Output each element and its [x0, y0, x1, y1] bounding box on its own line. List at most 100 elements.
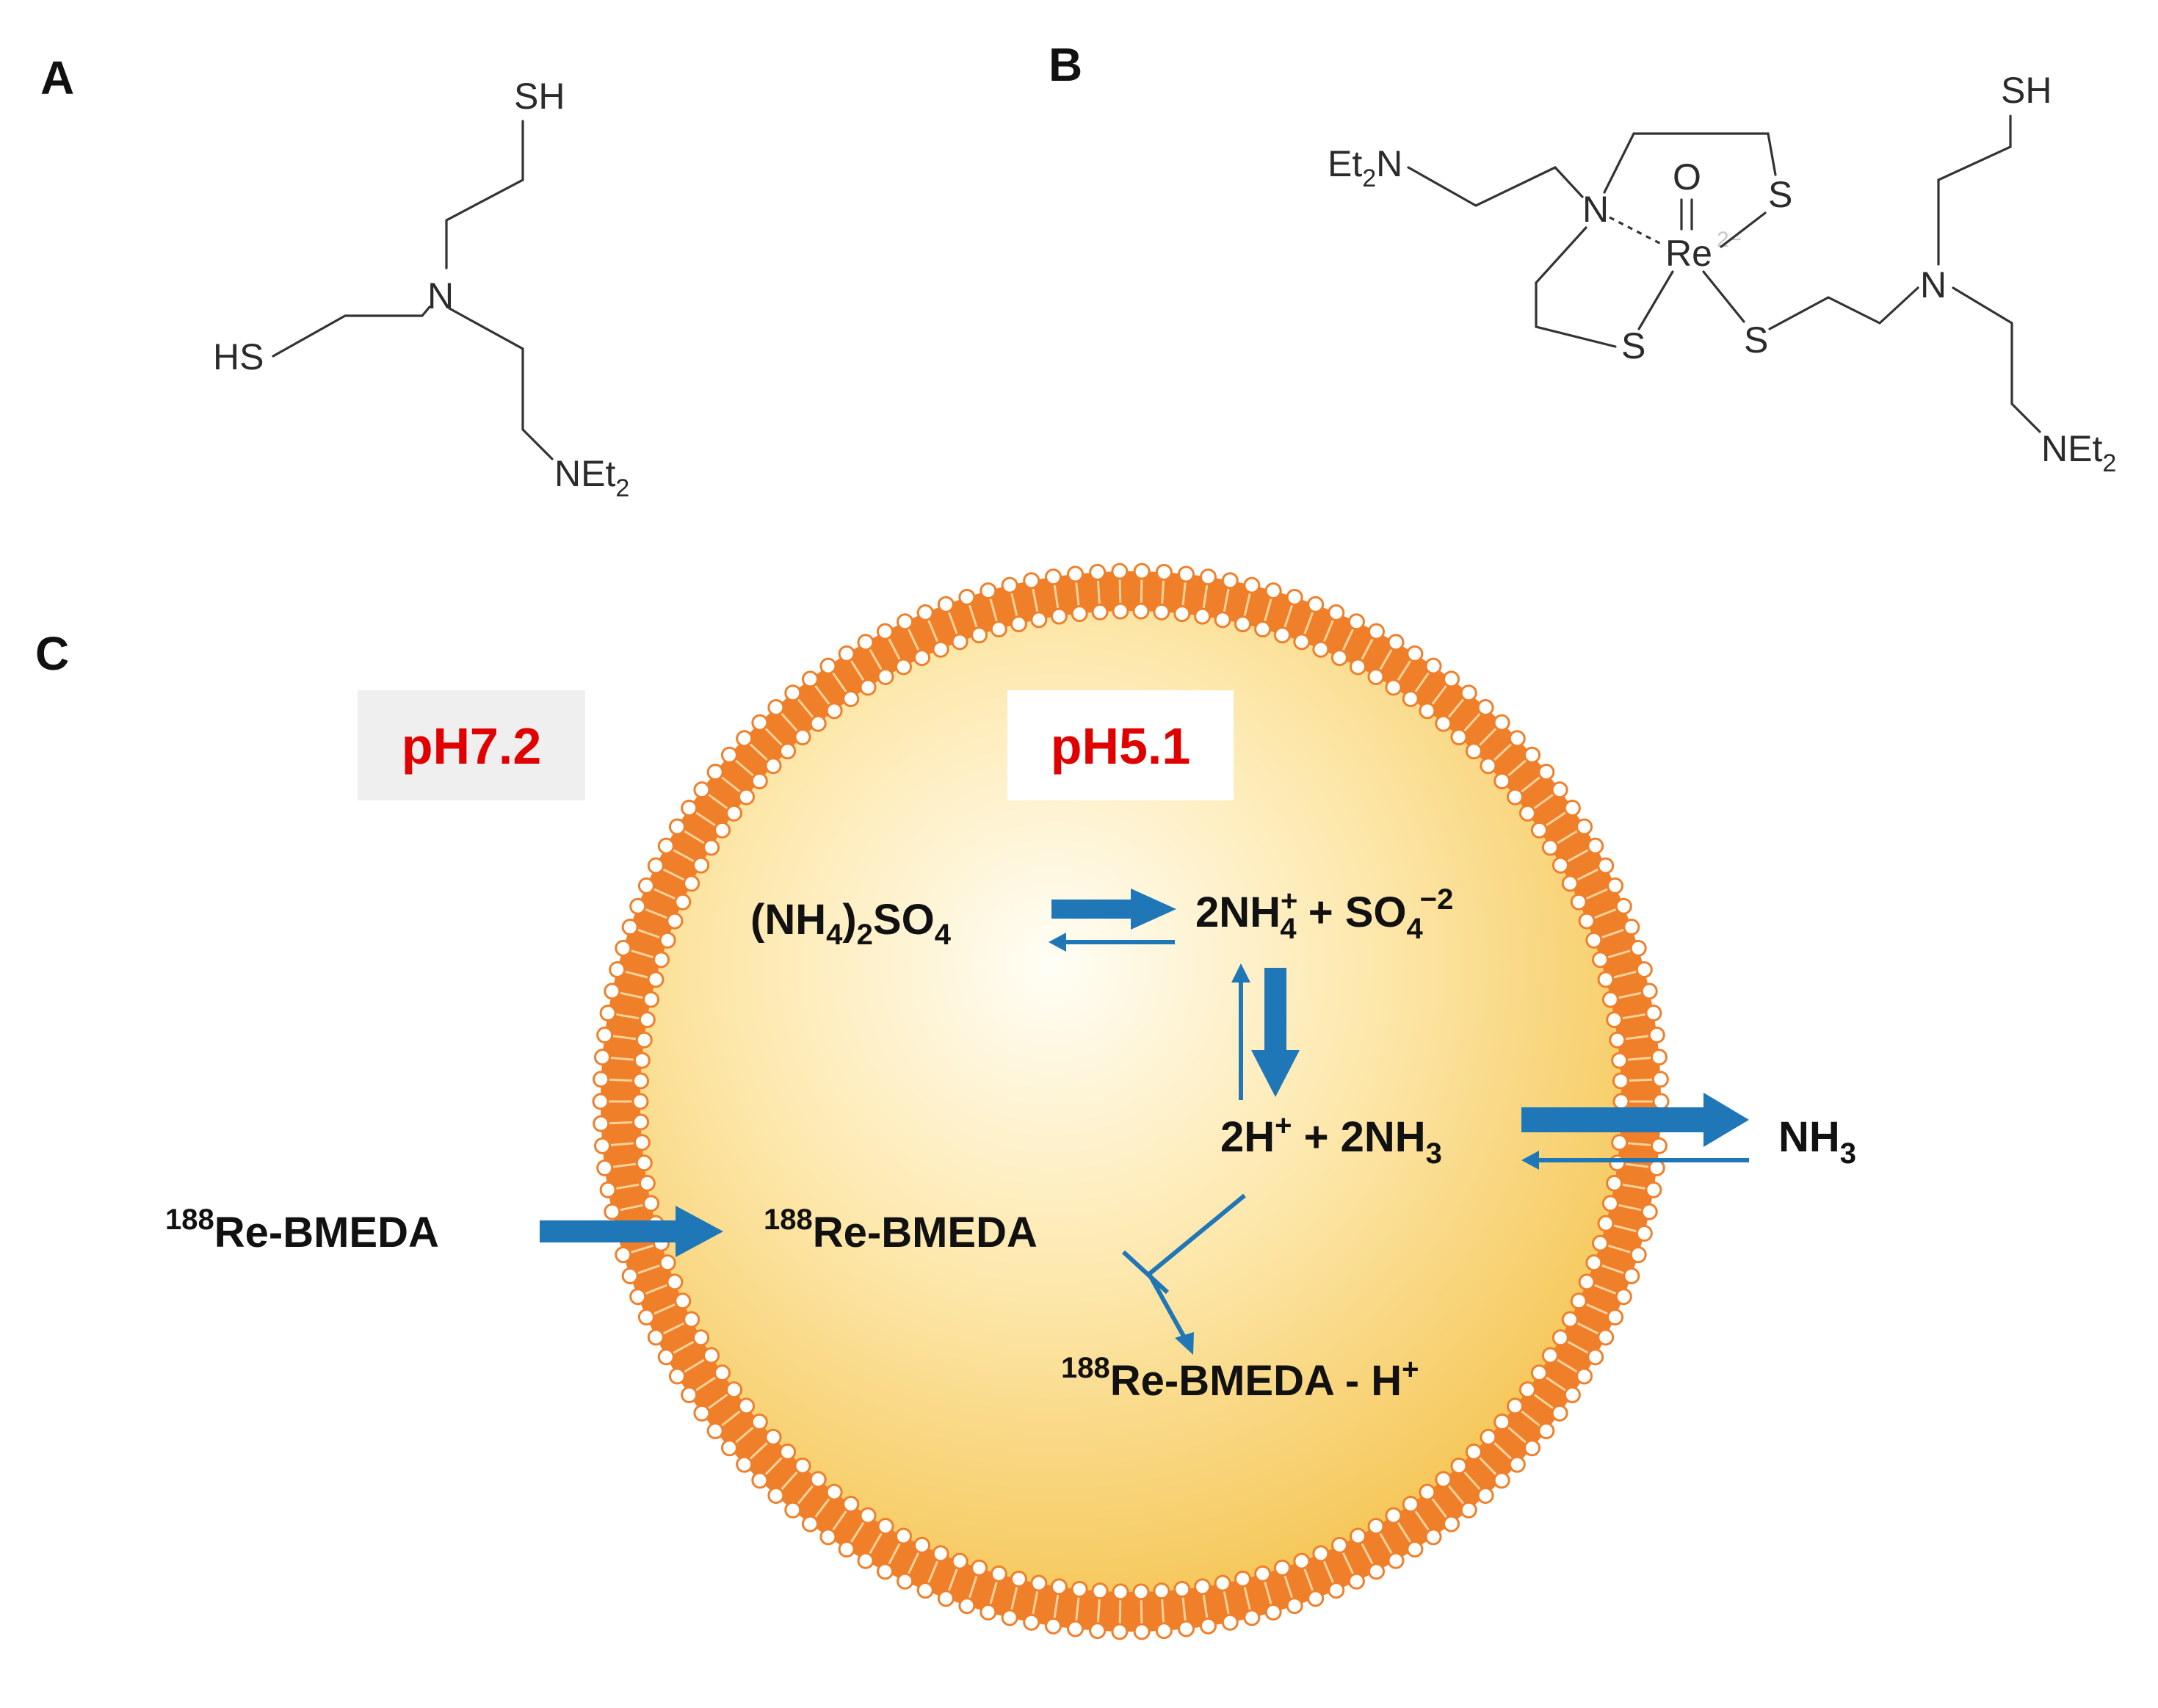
lipid-tail: [1446, 1483, 1466, 1507]
lipid-head: [633, 1134, 651, 1151]
lipid-head: [1541, 839, 1559, 856]
ions-sub1: 4: [1280, 913, 1297, 945]
lipid-head: [1133, 562, 1151, 580]
lipid-head: [714, 1364, 731, 1382]
lipid-tail: [813, 683, 832, 707]
atom-sh-b: SH: [2001, 70, 2052, 111]
lipid-tail: [1623, 1162, 1651, 1168]
arrow-protonation-bar: [1121, 1250, 1170, 1295]
ph-outside-label: pH7.2: [402, 717, 542, 775]
lipid-head: [767, 698, 785, 716]
lipid-tail: [967, 1573, 979, 1601]
lipid-tail: [1413, 670, 1431, 695]
lipid-head: [951, 1552, 968, 1570]
lipid-tail: [1341, 626, 1355, 653]
lipid-head: [725, 1381, 743, 1399]
bond-re-s-top: [1720, 211, 1767, 248]
lipid-head: [1450, 1457, 1468, 1474]
arrow-protonation-stem: [1148, 1193, 1246, 1276]
lipid-head: [1254, 620, 1272, 638]
lipid-head: [692, 1329, 710, 1347]
lipid-head: [1023, 1613, 1040, 1631]
lipid-head: [779, 742, 797, 760]
bond-chain-net: [448, 307, 554, 460]
lipid-tail: [1565, 1339, 1591, 1356]
lipid-head: [1648, 1159, 1665, 1176]
lipid-tail: [1574, 1321, 1601, 1336]
lipid-tail: [747, 742, 770, 763]
product-ions: 2NH+4 + SO4−2: [1195, 883, 1453, 945]
lipid-head: [647, 1328, 665, 1346]
lipid-tail: [1202, 1592, 1209, 1621]
lipid-head: [1153, 603, 1170, 620]
lipid-head: [1155, 1622, 1173, 1640]
lipid-head: [1177, 565, 1195, 583]
pr-sub1: 3: [1426, 1137, 1442, 1170]
lipid-tail: [1583, 1302, 1610, 1316]
lipid-head: [1312, 640, 1330, 658]
lipid-head: [1402, 1496, 1419, 1513]
lipid-tail: [1446, 696, 1466, 720]
molecule-b: Et2N N O Re 2− S S S SH N NEt2: [1328, 70, 2116, 477]
lipid-head: [1273, 626, 1291, 644]
lipid-head: [647, 857, 665, 875]
lipid-head: [877, 1563, 894, 1580]
lipid-head: [1551, 781, 1568, 799]
lipid-head: [764, 1428, 782, 1446]
atom-n-core: N: [1582, 189, 1609, 230]
lipid-head: [1551, 856, 1569, 874]
lipid-head: [1635, 960, 1653, 978]
lipid-tail: [886, 1541, 902, 1567]
lipid-head: [1347, 1572, 1365, 1590]
lipid-head: [980, 1603, 997, 1621]
atom-n-right: N: [1920, 264, 1947, 305]
lipid-tail: [1505, 758, 1529, 778]
lipid-head: [1518, 804, 1536, 822]
lipid-head: [1640, 1203, 1658, 1220]
lipid-head: [659, 1254, 676, 1272]
pr-p1: 2H: [1220, 1113, 1275, 1161]
arrow-dissociation-forward: [1051, 889, 1176, 930]
lipid-head: [857, 1552, 875, 1569]
ph-inside-label: pH5.1: [1051, 717, 1191, 775]
lipid-head: [779, 1443, 797, 1461]
panel-label-b: B: [1049, 38, 1082, 91]
atom-o: O: [1673, 156, 1701, 198]
lipid-head: [1493, 1413, 1511, 1430]
atom-re: Re: [1665, 233, 1712, 274]
lipid-tail: [1543, 810, 1568, 828]
lipid-head: [767, 1487, 785, 1505]
lipid-head: [1443, 1515, 1460, 1533]
arrow-deprotonation-up-head: [1231, 963, 1250, 983]
lipid-head: [877, 667, 894, 685]
lipid-head: [819, 657, 837, 675]
lipid-tail: [635, 1263, 663, 1275]
lipid-head: [1173, 605, 1191, 623]
lipid-tail: [906, 626, 921, 653]
lipid-head: [809, 1471, 827, 1488]
lipid-head: [1406, 1541, 1424, 1558]
atom-s-top: S: [1768, 174, 1792, 215]
arrow-protonation-branch: [1147, 1273, 1188, 1342]
lipid-tail: [1532, 792, 1556, 811]
lipid-head: [615, 1246, 632, 1264]
lipid-head: [1001, 1609, 1018, 1626]
lipid-head: [1597, 857, 1615, 875]
lipid-tail: [867, 1530, 884, 1557]
lipid-tail: [1591, 1283, 1619, 1296]
lipid-head: [980, 582, 997, 600]
lipid-head: [1611, 1134, 1629, 1151]
lipid-head: [1538, 764, 1555, 781]
lipid-tail: [1620, 1013, 1648, 1020]
lipid-head: [825, 1483, 843, 1501]
lipid-head: [784, 684, 802, 702]
lipid-head: [877, 623, 894, 640]
lipid-tail: [1377, 1530, 1394, 1557]
panel-label-c: C: [35, 627, 69, 680]
lipid-tail: [1096, 578, 1101, 607]
lipid-head: [1307, 1590, 1325, 1607]
lipid-tail: [613, 1013, 642, 1020]
lipid-tail: [613, 1183, 642, 1190]
lipid-head: [1623, 919, 1640, 936]
lipid-head: [842, 690, 860, 707]
